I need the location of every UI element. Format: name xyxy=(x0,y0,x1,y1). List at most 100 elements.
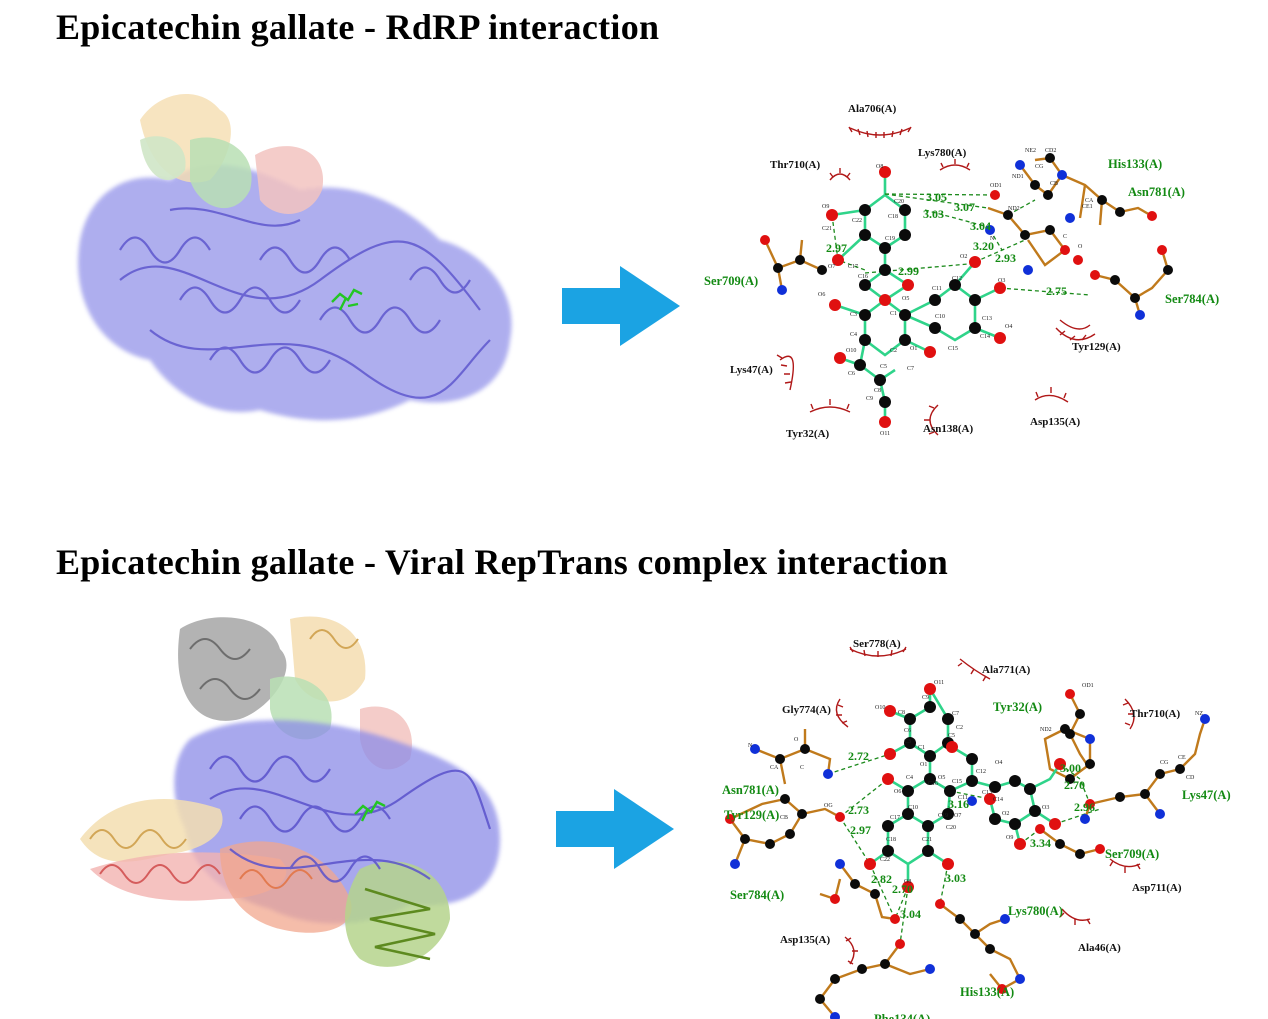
panel-title: Epicatechin gallate - RdRP interaction xyxy=(56,7,660,47)
hbond-distance-label: 3.04 xyxy=(900,907,921,921)
atom-label: C15 xyxy=(948,346,958,352)
atom-label: C22 xyxy=(880,857,890,863)
atom-label: O7 xyxy=(954,813,961,819)
hbond-distance-label: 2.75 xyxy=(1046,284,1067,298)
hbond-distance-label: 2.82 xyxy=(871,872,892,886)
atom-label: OG xyxy=(824,803,833,809)
atom-label: C3 xyxy=(904,739,911,745)
hbond-distance-label: 3.34 xyxy=(1030,836,1051,850)
residue-label: Tyr129(A) xyxy=(1072,341,1121,353)
hbond-distance-label: 2.97 xyxy=(850,823,871,837)
residue-label: Ala706(A) xyxy=(848,103,897,115)
hydrogen-bonds xyxy=(831,193,1091,296)
atom-label: C17 xyxy=(890,815,900,821)
atom-label: C2 xyxy=(956,725,963,731)
atom-label: CE xyxy=(1178,755,1186,761)
protein-structure-image xyxy=(80,616,500,967)
atom-label: NE2 xyxy=(1025,148,1036,154)
atom-label: OD1 xyxy=(990,183,1002,189)
hbond-distance-label: 2.70 xyxy=(1064,778,1085,792)
hbond-distance-label: 2.93 xyxy=(995,251,1016,265)
atom-label: O4 xyxy=(995,760,1002,766)
atom-label: O5 xyxy=(938,775,945,781)
residue-label: Tyr32(A) xyxy=(786,428,830,440)
hbond-distance-label: 3.03 xyxy=(945,871,966,885)
atom-label: O3 xyxy=(998,278,1005,284)
atom-label: CB xyxy=(1050,181,1058,187)
atom-label: O2 xyxy=(1002,811,1009,817)
residue-label: Ser709(A) xyxy=(1105,847,1159,861)
atom-label: C18 xyxy=(886,837,896,843)
atom-label: C5 xyxy=(880,364,887,370)
atom-label: CB xyxy=(780,815,788,821)
atom-label: N xyxy=(990,236,995,242)
atom-label: CD xyxy=(1186,775,1195,781)
atom-label: C19 xyxy=(938,813,948,819)
residue-label: Ser784(A) xyxy=(730,888,784,902)
residue-label: Ser784(A) xyxy=(1165,292,1219,306)
residue-label: Ser709(A) xyxy=(704,274,758,288)
atom-label: O8 xyxy=(904,879,911,885)
atom-label: O7 xyxy=(828,264,835,270)
hbond-distance-label: 2.72 xyxy=(848,749,869,763)
atom-label: CA xyxy=(1085,198,1094,204)
residue-label: Lys780(A) xyxy=(1008,904,1063,918)
atom-label: N xyxy=(748,743,753,749)
atom-label: O xyxy=(1078,244,1083,250)
atom-label: C3 xyxy=(850,312,857,318)
hbond-distance-label: 2.96 xyxy=(1074,800,1095,814)
residue-label: Ser778(A) xyxy=(853,638,901,650)
hbond-distance-label: 3.00 xyxy=(1060,761,1081,775)
residue-label: His133(A) xyxy=(960,985,1014,999)
atom-label: O10 xyxy=(846,348,856,354)
atom-label: C20 xyxy=(946,825,956,831)
atom-label: C9 xyxy=(922,695,929,701)
atom-label: O4 xyxy=(1005,324,1012,330)
atoms xyxy=(725,683,1210,1019)
atom-label: C12 xyxy=(952,276,962,282)
atom-label: C18 xyxy=(888,214,898,220)
hbond-distance-label: 3.03 xyxy=(923,207,944,221)
panel-reptrans: Epicatechin gallate - Viral RepTrans com… xyxy=(0,509,1268,1019)
atom-label: O xyxy=(794,737,799,743)
atom-label: CA xyxy=(770,765,779,771)
panel-title: Epicatechin gallate - Viral RepTrans com… xyxy=(56,542,949,582)
atom-label: C16 xyxy=(858,274,868,280)
hydrophobic-contacts xyxy=(835,646,1141,965)
atom-label: O10 xyxy=(875,705,885,711)
panel-rdrp: Epicatechin gallate - RdRP interaction xyxy=(0,0,1268,509)
atom-label: ND1 xyxy=(1012,174,1024,180)
atom-label: C6 xyxy=(904,728,911,734)
atom-label: C10 xyxy=(908,805,918,811)
atom-label: C22 xyxy=(852,218,862,224)
atom-label: CG xyxy=(1035,164,1044,170)
atom-label: C14 xyxy=(993,797,1003,803)
atom-label: C10 xyxy=(935,314,945,320)
atom-label: C7 xyxy=(907,366,914,372)
hydrophobic-contacts xyxy=(776,126,1096,436)
hbond-distance-label: 3.05 xyxy=(926,190,947,204)
residue-label: His133(A) xyxy=(1108,157,1162,171)
residue-label: Asp135(A) xyxy=(780,934,830,946)
atom-label: CE1 xyxy=(1082,204,1093,210)
residue-label: Thr710(A) xyxy=(770,159,820,171)
atoms xyxy=(760,153,1173,428)
atom-label: C21 xyxy=(922,837,932,843)
residue-label: Lys47(A) xyxy=(730,364,773,376)
atom-label: O6 xyxy=(894,789,901,795)
atom-label: OD1 xyxy=(1082,683,1094,689)
atom-label: C17 xyxy=(848,264,858,270)
atom-label: O9 xyxy=(1006,835,1013,841)
right-arrow-icon xyxy=(556,789,674,869)
hbond-distance-label: 3.20 xyxy=(973,239,994,253)
atom-label: C15 xyxy=(952,779,962,785)
residue-label: Thr710(A) xyxy=(1130,708,1180,720)
atom-label: O1 xyxy=(920,762,927,768)
residue-label: Ala771(A) xyxy=(982,664,1031,676)
right-arrow-icon xyxy=(562,266,680,346)
atom-label: C16 xyxy=(928,781,938,787)
residue-label: Asn781(A) xyxy=(1128,185,1185,199)
residue-label: Asp711(A) xyxy=(1132,882,1182,894)
atom-label: O1 xyxy=(910,346,917,352)
atom-label: C1 xyxy=(918,745,925,751)
